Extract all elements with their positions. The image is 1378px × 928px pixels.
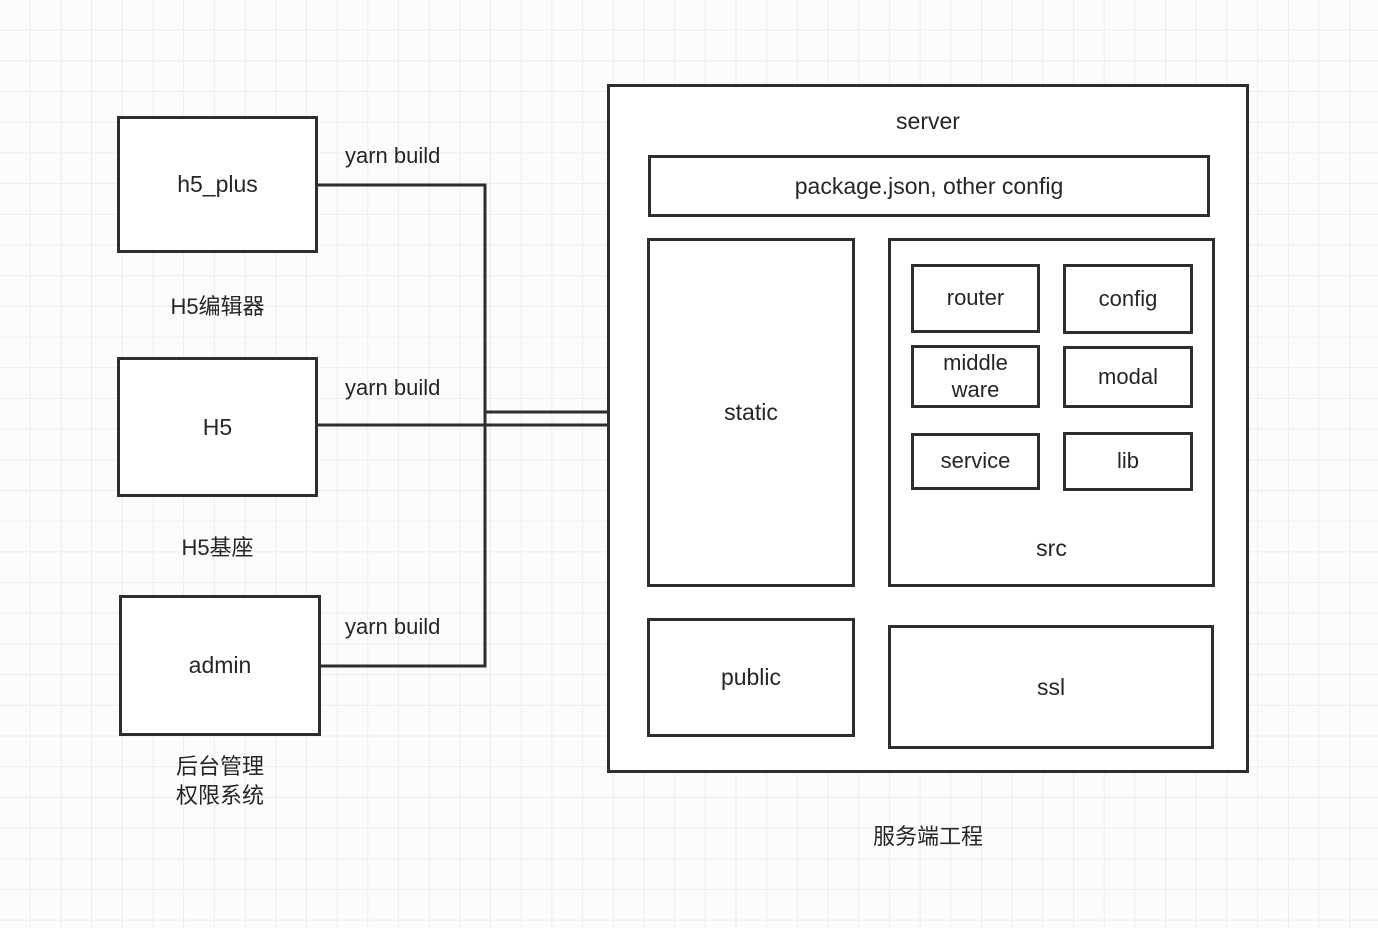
node-middleware-label: middle ware (943, 349, 1008, 402)
node-router-label: router (946, 285, 1005, 311)
node-ssl[interactable]: ssl (888, 625, 1214, 749)
caption-h5: H5基座 (181, 535, 254, 560)
node-lib-label: lib (1116, 448, 1139, 474)
node-h5-plus[interactable]: h5_plus (117, 116, 318, 253)
node-middleware[interactable]: middle ware (911, 345, 1040, 408)
edge-label-h5: yarn build (345, 375, 441, 400)
node-admin[interactable]: admin (119, 595, 321, 736)
container-src-title: src (1036, 534, 1067, 561)
node-static[interactable]: static (647, 238, 855, 587)
edge-label-admin: yarn build (345, 614, 441, 639)
caption-h5-plus: H5编辑器 (170, 294, 265, 319)
node-service[interactable]: service (911, 433, 1040, 490)
node-h5-plus-label: h5_plus (177, 171, 258, 198)
node-modal-label: modal (1098, 363, 1158, 389)
node-public-label: public (720, 664, 782, 691)
node-package-config-label: package.json, other config (794, 172, 1064, 199)
node-public[interactable]: public (647, 618, 855, 737)
caption-admin: 后台管理 权限系统 (175, 754, 264, 808)
node-static-label: static (724, 399, 778, 426)
node-router[interactable]: router (911, 264, 1040, 333)
node-h5-label: H5 (202, 413, 233, 440)
node-modal[interactable]: modal (1063, 346, 1193, 408)
node-service-label: service (940, 448, 1011, 474)
node-h5[interactable]: H5 (117, 357, 318, 497)
node-lib[interactable]: lib (1063, 432, 1193, 491)
node-config-label: config (1098, 285, 1158, 311)
caption-server: 服务端工程 (872, 824, 983, 849)
node-admin-label: admin (188, 652, 252, 679)
edge-label-h5-plus: yarn build (345, 143, 441, 168)
node-package-config[interactable]: package.json, other config (648, 155, 1210, 217)
node-ssl-label: ssl (1036, 673, 1066, 700)
container-server-title: server (896, 108, 960, 134)
node-config[interactable]: config (1063, 264, 1193, 334)
